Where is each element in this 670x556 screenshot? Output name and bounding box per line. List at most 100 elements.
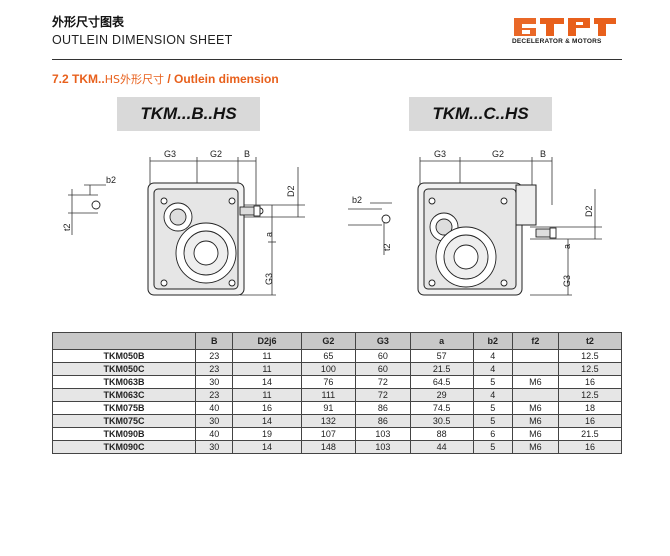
label-g3-vertical: G3 [562, 275, 572, 287]
table-cell [511, 388, 559, 402]
label-g3: G3 [164, 149, 176, 159]
label-a: a [264, 232, 274, 237]
table-cell: 86 [355, 414, 411, 428]
table-cell: M6 [511, 414, 559, 428]
table-cell: 74.5 [409, 401, 474, 415]
table-header-row: B D2j6 G2 G3 a b2 f2 t2 [52, 332, 623, 350]
table-cell: 76 [300, 375, 357, 389]
label-b2: b2 [106, 175, 116, 185]
header-cell: G2 [300, 332, 357, 350]
table-cell: 23 [194, 362, 234, 376]
table-cell: 11 [232, 362, 302, 376]
table-cell: 16 [232, 401, 302, 415]
table-cell: 148 [300, 440, 357, 454]
table-cell: 40 [194, 427, 234, 441]
label-b2: b2 [352, 195, 362, 205]
table-cell: 4 [472, 388, 513, 402]
table-cell: 14 [232, 440, 302, 454]
table-cell: 23 [194, 349, 234, 363]
model-cell: TKM050C [52, 362, 196, 376]
table-cell: 12.5 [557, 362, 623, 376]
drawing-tag-b: TKM...B..HS [117, 97, 260, 131]
table-cell: 40 [194, 401, 234, 415]
table-cell: 111 [300, 388, 357, 402]
table-cell: 29 [409, 388, 474, 402]
brand-logo [514, 18, 616, 36]
table-cell: 16 [557, 440, 623, 454]
drawing-tag-c: TKM...C..HS [409, 97, 552, 131]
model-cell: TKM090C [52, 440, 196, 454]
table-cell: M6 [511, 375, 559, 389]
table-cell: 72 [355, 375, 411, 389]
label-g3-vertical: G3 [264, 273, 274, 285]
label-t2: t2 [382, 243, 392, 251]
header-cell: a [409, 332, 474, 350]
section-separator: / [167, 72, 171, 86]
table-cell: 5 [472, 401, 513, 415]
table-cell: 16 [557, 375, 623, 389]
label-g2: G2 [210, 149, 222, 159]
table-cell: 19 [232, 427, 302, 441]
table-cell: 91 [300, 401, 357, 415]
label-a: a [562, 244, 572, 249]
table-cell: 11 [232, 388, 302, 402]
label-g3: G3 [434, 149, 446, 159]
table-cell: 4 [472, 362, 513, 376]
label-d2: D2 [584, 205, 594, 217]
model-cell: TKM075C [52, 414, 196, 428]
table-cell: 16 [557, 414, 623, 428]
table-cell: 132 [300, 414, 357, 428]
table-cell: 12.5 [557, 349, 623, 363]
table-cell: 44 [409, 440, 474, 454]
table-cell: 5 [472, 414, 513, 428]
model-cell: TKM050B [52, 349, 196, 363]
table-cell: M6 [511, 427, 559, 441]
table-cell: 18 [557, 401, 623, 415]
table-cell: 23 [194, 388, 234, 402]
table-cell: 30 [194, 440, 234, 454]
table-cell: 103 [355, 427, 411, 441]
table-cell: 100 [300, 362, 357, 376]
table-cell: 4 [472, 349, 513, 363]
header-cell: G3 [355, 332, 411, 350]
table-cell [511, 362, 559, 376]
section-title-en: Outlein dimension [174, 72, 279, 86]
label-g2: G2 [492, 149, 504, 159]
table-cell: 12.5 [557, 388, 623, 402]
table-cell: 6 [472, 427, 513, 441]
table-cell: 65 [300, 349, 357, 363]
header-title-en: OUTLEIN DIMENSION SHEET [52, 33, 233, 47]
table-cell: 5 [472, 440, 513, 454]
table-cell: 57 [409, 349, 474, 363]
table-cell: 88 [409, 427, 474, 441]
table-cell: 30 [194, 414, 234, 428]
header-divider [52, 59, 622, 60]
section-suffix-cn: HS外形尺寸 [104, 73, 164, 86]
header-cell: f2 [511, 332, 559, 350]
table-cell [511, 349, 559, 363]
table-cell: 64.5 [409, 375, 474, 389]
drawing-b: G3 G2 B b2 D2 t2 a G3 [62, 149, 305, 296]
table-cell: 14 [232, 375, 302, 389]
section-model: TKM.. [72, 72, 105, 86]
header-cell [52, 332, 196, 350]
table-cell: 14 [232, 414, 302, 428]
label-d2: D2 [286, 185, 296, 197]
table-cell: 60 [355, 349, 411, 363]
table-cell: M6 [511, 440, 559, 454]
model-cell: TKM075B [52, 401, 196, 415]
table-cell: 30.5 [409, 414, 474, 428]
header-cell: b2 [472, 332, 513, 350]
table-cell: 21.5 [409, 362, 474, 376]
label-t2: t2 [62, 223, 72, 231]
table-cell: 107 [300, 427, 357, 441]
table-cell: 72 [355, 388, 411, 402]
header-cell: D2j6 [232, 332, 302, 350]
